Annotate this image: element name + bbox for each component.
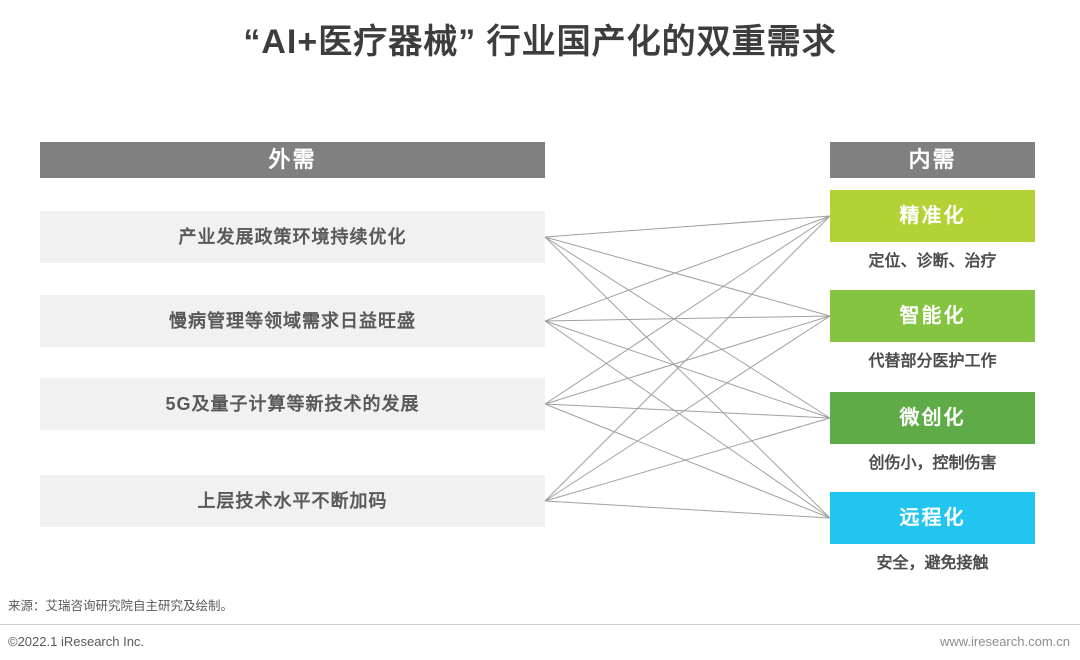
- connection-line-3-2: [544, 315, 831, 405]
- left-item-1: 产业发展政策环境持续优化: [40, 211, 545, 263]
- connection-line-3-3: [544, 403, 831, 419]
- connection-line-2-1: [544, 215, 831, 322]
- right-box-1: 精准化: [830, 190, 1035, 242]
- left-item-2: 慢病管理等领域需求日益旺盛: [40, 295, 545, 347]
- connection-line-1-3: [544, 236, 831, 419]
- connection-line-4-3: [544, 417, 831, 502]
- source-note: 来源：艾瑞咨询研究院自主研究及绘制。: [8, 599, 234, 613]
- connection-line-1-1: [544, 215, 831, 238]
- connection-line-4-2: [544, 315, 831, 502]
- connection-line-1-4: [544, 236, 831, 519]
- left-item-3: 5G及量子计算等新技术的发展: [40, 378, 545, 430]
- left-column-header: 外需: [40, 142, 545, 178]
- right-box-4: 远程化: [830, 492, 1035, 544]
- connection-line-4-4: [544, 500, 831, 519]
- connection-line-3-1: [544, 215, 831, 405]
- right-caption-4: 安全，避免接触: [876, 555, 989, 572]
- connection-line-2-3: [544, 320, 831, 419]
- right-column-header: 内需: [830, 142, 1035, 178]
- footer-copyright: ©2022.1 iResearch Inc.: [8, 634, 145, 649]
- right-caption-3: 创伤小，控制伤害: [868, 455, 997, 472]
- right-box-3: 微创化: [830, 392, 1035, 444]
- right-caption-1: 定位、诊断、治疗: [868, 253, 997, 270]
- left-item-4: 上层技术水平不断加码: [40, 475, 545, 527]
- right-box-2: 智能化: [830, 290, 1035, 342]
- right-caption-2: 代替部分医护工作: [868, 353, 997, 370]
- page-title: “AI+医疗器械” 行业国产化的双重需求: [243, 23, 837, 61]
- connection-line-2-2: [544, 315, 831, 322]
- connection-line-3-4: [544, 403, 831, 519]
- footer-website: www.iresearch.com.cn: [939, 634, 1070, 649]
- connection-line-2-4: [544, 320, 831, 519]
- connection-line-4-1: [544, 215, 831, 502]
- connection-line-1-2: [544, 236, 831, 317]
- footer-divider: [0, 624, 1080, 625]
